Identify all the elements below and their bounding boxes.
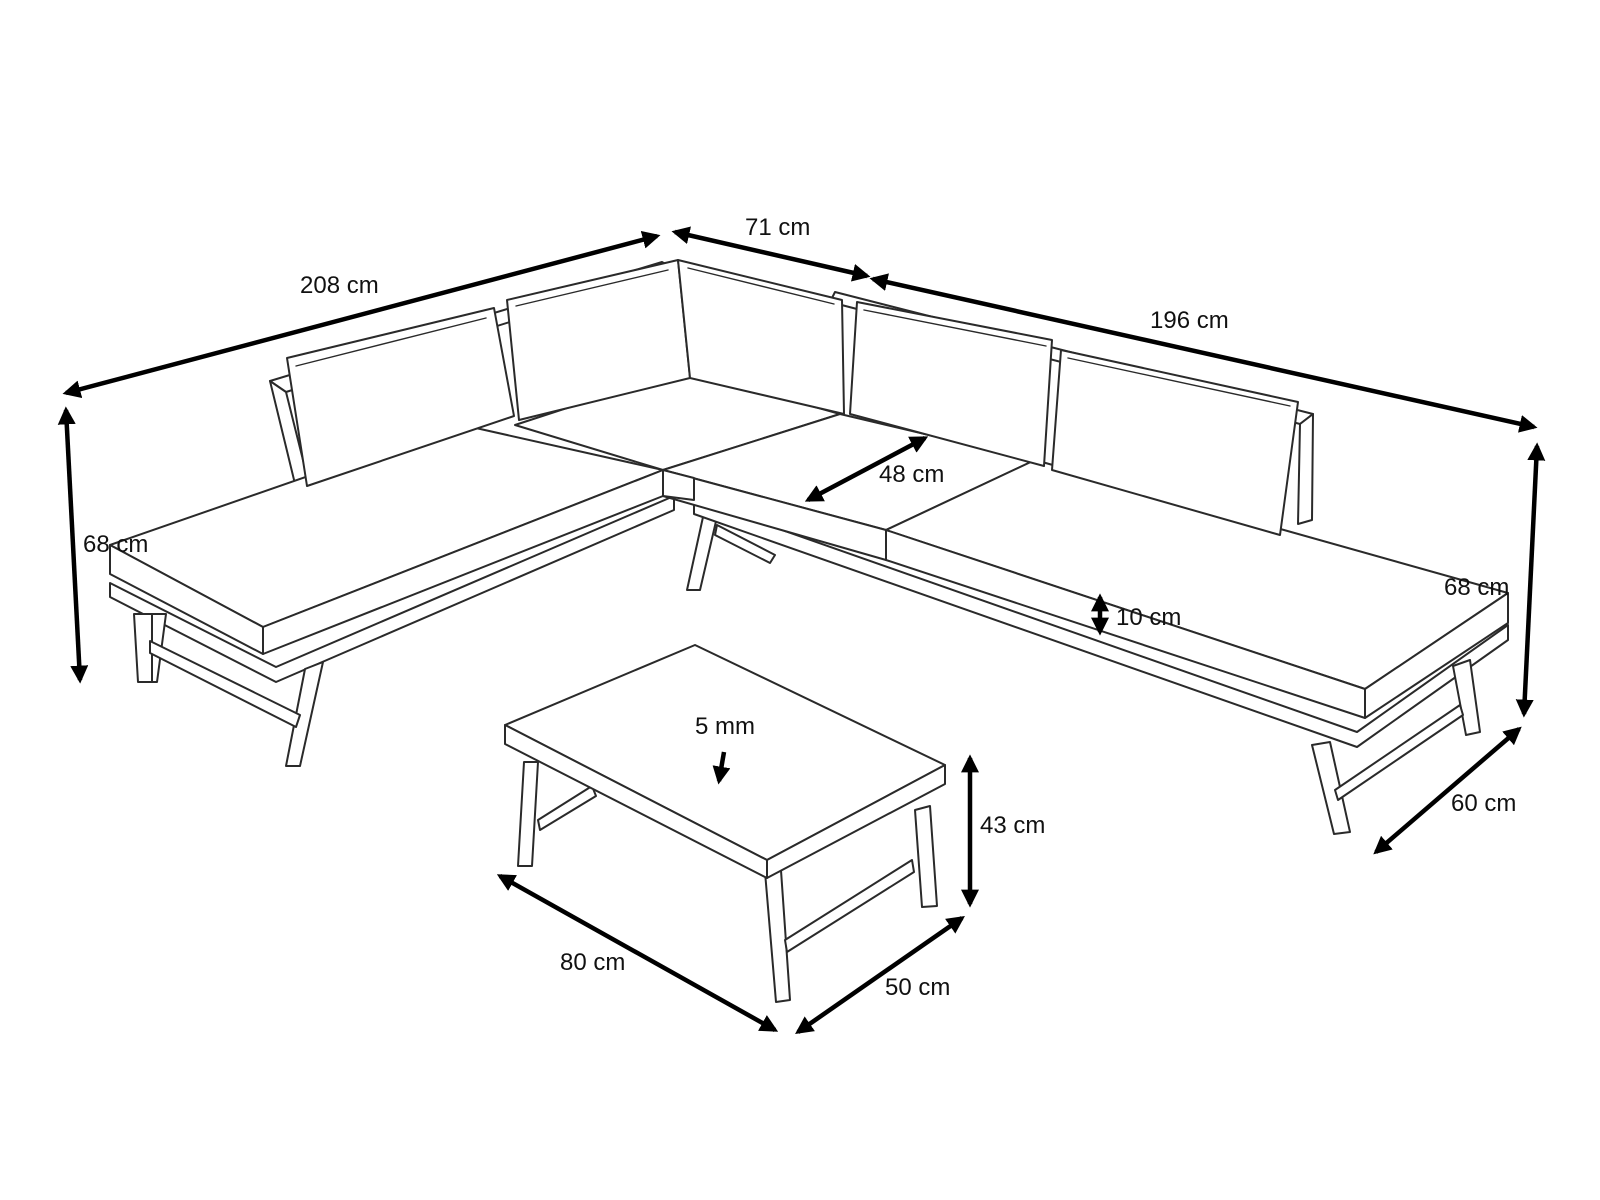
right-seat-cushion-end bbox=[1364, 592, 1509, 719]
dim-arrow-80 bbox=[496, 874, 779, 1032]
back-leg-1 bbox=[686, 516, 718, 591]
table-leg-back-right bbox=[914, 805, 938, 908]
back-leg-1-brace bbox=[714, 524, 776, 564]
dim-arrow-68-right bbox=[1515, 442, 1546, 718]
dim-arrow-50 bbox=[795, 915, 965, 1035]
dim-arrow-68-left bbox=[57, 406, 89, 684]
dimension-arrows bbox=[57, 226, 1546, 1035]
dim-arrow-5mm bbox=[712, 751, 731, 785]
label-cushion-thickness: 10 cm bbox=[1116, 604, 1181, 631]
label-right-length: 196 cm bbox=[1150, 307, 1229, 334]
left-leg-corner bbox=[285, 661, 324, 767]
label-right-height: 68 cm bbox=[1444, 574, 1509, 601]
table-brace-front bbox=[784, 859, 915, 953]
right-back-post bbox=[1297, 413, 1314, 525]
dim-arrow-208 bbox=[62, 230, 661, 399]
left-leg-brace bbox=[149, 640, 301, 728]
right-leg-front bbox=[1311, 741, 1351, 835]
table-brace-left bbox=[537, 785, 597, 831]
dim-arrow-196 bbox=[869, 273, 1538, 433]
back-cushion-3 bbox=[677, 259, 845, 415]
right-leg-back bbox=[1452, 659, 1481, 736]
label-left-height: 68 cm bbox=[83, 531, 148, 558]
dimension-labels: 208 cm 71 cm 196 cm 68 cm 68 cm 48 cm 10… bbox=[83, 214, 1516, 1001]
label-table-length: 80 cm bbox=[560, 949, 625, 976]
right-leg-brace bbox=[1334, 704, 1464, 801]
table-leg-front-left bbox=[517, 761, 539, 867]
label-seat-depth: 48 cm bbox=[879, 461, 944, 488]
right-base-frame bbox=[693, 498, 1509, 748]
table-top-side-edge bbox=[766, 764, 946, 879]
middle-seat-cushion-corner-front bbox=[662, 469, 695, 501]
left-base-frame bbox=[109, 495, 675, 683]
dim-arrow-48 bbox=[804, 436, 929, 502]
dim-arrow-71 bbox=[671, 226, 871, 282]
label-table-height: 43 cm bbox=[980, 812, 1045, 839]
label-table-width: 50 cm bbox=[885, 974, 950, 1001]
dim-arrow-60 bbox=[1373, 726, 1522, 855]
label-glass-thickness: 5 mm bbox=[695, 713, 755, 740]
label-corner-width: 71 cm bbox=[745, 214, 810, 241]
label-left-length: 208 cm bbox=[300, 272, 379, 299]
label-sofa-depth: 60 cm bbox=[1451, 790, 1516, 817]
